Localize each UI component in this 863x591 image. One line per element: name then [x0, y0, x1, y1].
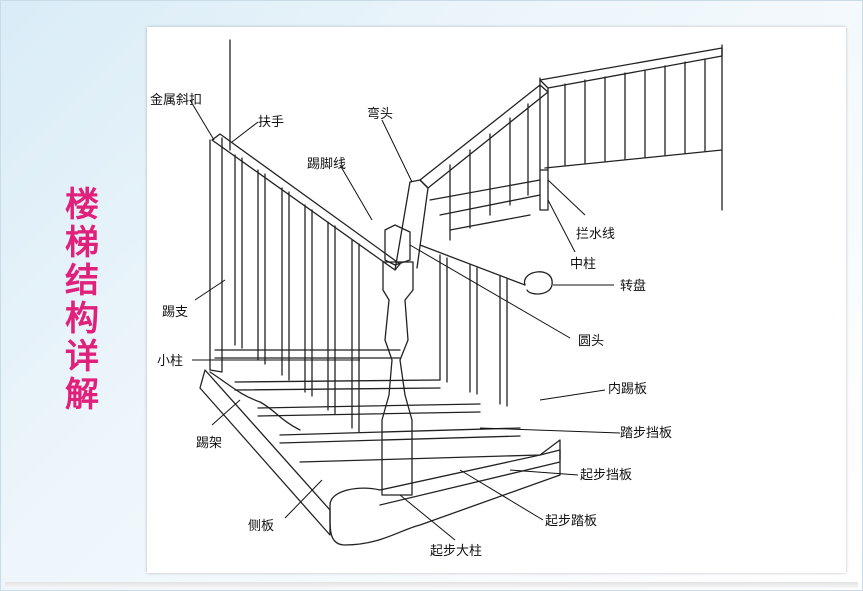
lower-handrail	[419, 244, 526, 286]
newel-post	[381, 261, 414, 496]
title-char-3: 结	[65, 261, 99, 301]
label-qibudazhu: 起步大柱	[430, 544, 482, 559]
label-fushou: 扶手	[258, 115, 284, 130]
upper-handrail	[539, 47, 723, 89]
label-tizhi: 踢支	[162, 305, 188, 320]
title-char-1: 楼	[65, 185, 99, 225]
label-tijia: 踢架	[196, 436, 222, 451]
upper-end-post	[539, 77, 549, 171]
label-xiaozhu: 小柱	[157, 354, 183, 369]
stair-treads	[214, 349, 561, 463]
label-zhongzhu: 中柱	[570, 257, 596, 272]
stringer	[199, 369, 331, 536]
middle-balusters	[449, 103, 529, 241]
label-qibudangban: 起步挡板	[580, 468, 632, 483]
starting-step-edge	[379, 461, 561, 506]
starting-step	[329, 449, 561, 546]
diagram-title: 楼 梯 结 构 详 解	[62, 186, 102, 414]
label-lanshuixian: 拦水线	[576, 227, 615, 242]
volute	[524, 271, 553, 295]
title-char-6: 解	[65, 375, 99, 415]
label-cheban: 侧板	[248, 519, 274, 534]
main-handrail	[211, 133, 401, 271]
middle-handrail	[419, 84, 549, 189]
label-wantou: 弯头	[367, 106, 393, 122]
upper-balusters	[564, 58, 706, 166]
bracket-curve	[209, 371, 301, 431]
label-jinshu-xiekou: 金属斜扣	[150, 92, 202, 108]
label-tijiaoxian: 踢脚线	[307, 156, 346, 172]
middle-post	[539, 169, 549, 211]
left-post	[209, 137, 223, 373]
title-char-5: 详	[65, 337, 99, 377]
newel-cap	[384, 224, 411, 266]
label-neitiban: 内踢板	[608, 381, 647, 397]
title-char-2: 梯	[65, 223, 99, 263]
main-balusters	[234, 154, 508, 433]
upper-bottom-rail	[544, 149, 723, 169]
label-zhuanpan: 转盘	[620, 278, 646, 294]
label-yuantou: 圆头	[578, 334, 604, 349]
gooseneck	[394, 179, 429, 271]
diagram-panel	[147, 27, 846, 573]
title-char-4: 构	[65, 299, 99, 339]
label-qibutaban: 起步踏板	[545, 514, 597, 529]
label-tabudangban: 踏步挡板	[620, 426, 672, 441]
middle-steps	[429, 179, 541, 231]
leader-lines	[189, 99, 621, 541]
